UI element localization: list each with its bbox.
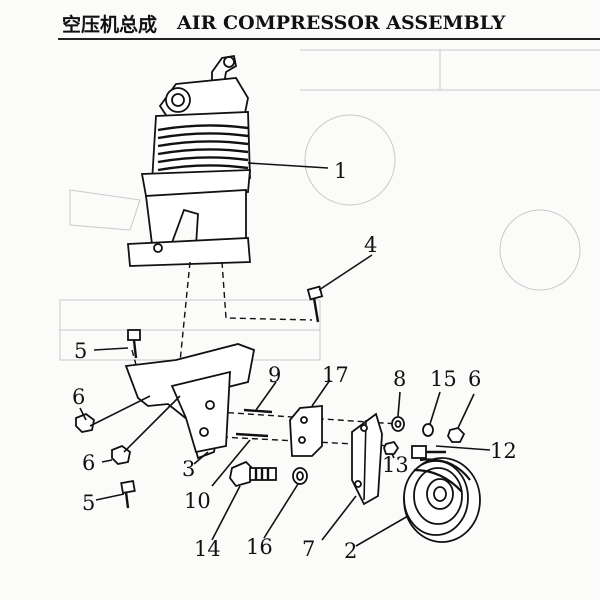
leader-line-5-lower [95,493,125,501]
callout-2: 2 [344,539,357,563]
nut-part-6-left-upper [75,395,151,433]
leader-line-14 [211,485,241,541]
pulley-part-2 [355,457,481,547]
leader-line-6-left-lower [101,459,113,463]
leader-line-8 [397,391,401,417]
callout-10: 10 [184,489,211,513]
title-rule [58,38,600,40]
bracket-part-3 [124,343,256,465]
title-english: AIR COMPRESSOR ASSEMBLY [177,12,506,34]
callout-4: 4 [364,233,377,257]
bracket-part-7 [321,412,383,541]
callout-3: 3 [182,457,195,481]
callout-8: 8 [393,367,406,391]
leader-line-12 [435,445,491,451]
bleed-through-background [59,49,600,361]
leader-line-1 [247,162,329,169]
callout-17: 17 [322,363,349,387]
callout-6-right: 6 [468,367,481,391]
leader-line-6-right [457,393,475,429]
plate-part-17 [289,379,331,457]
leader-line-2 [355,515,409,547]
callout-7: 7 [302,537,315,561]
leader-line-3 [193,451,209,465]
bolt-part-5-upper [93,329,141,359]
assembly-centerlines [131,261,399,447]
stud-part-9 [243,381,277,414]
leader-line-13 [391,453,395,459]
leader-line-16 [263,483,299,539]
washer-part-8 [391,391,405,432]
cooling-fins [157,124,249,172]
callout-16: 16 [246,535,273,559]
callout-14: 14 [194,537,221,561]
leader-line-4 [318,254,373,291]
callout-6-left-lower: 6 [82,451,95,475]
callout-6-left-upper: 6 [72,385,85,409]
nut-part-13 [383,440,400,459]
nut-part-6-right [447,393,475,443]
leader-line-6-left-upper [79,407,87,421]
washer-part-15 [422,391,441,437]
callout-9: 9 [268,363,281,387]
bolt-part-5-lower [95,479,136,509]
bolt-part-12 [411,445,491,459]
leader-line-9 [255,381,277,411]
leader-line-10 [211,439,251,487]
stud-part-10 [211,432,269,487]
bolt-part-14 [211,460,277,541]
leader-line-7 [321,495,357,541]
callout-labels: 1 4 5 9 17 8 15 6 6 12 13 6 3 5 10 14 16… [72,159,517,563]
callout-1: 1 [334,159,347,183]
leader-line-17 [311,379,331,407]
callout-5-lower: 5 [82,491,95,515]
page-title: 空压机总成 AIR COMPRESSOR ASSEMBLY [62,8,506,38]
leader-line-15 [429,391,441,425]
leader-line-5-upper [93,347,129,351]
bolt-part-4 [306,254,373,323]
callout-13: 13 [382,453,409,477]
title-chinese: 空压机总成 [62,13,158,36]
compressor-part-1 [127,54,329,267]
callout-15: 15 [430,367,457,391]
callout-12: 12 [490,439,517,463]
nut-part-6-left-lower [101,395,181,465]
washer-part-16 [263,467,308,539]
callout-5-upper: 5 [74,339,87,363]
